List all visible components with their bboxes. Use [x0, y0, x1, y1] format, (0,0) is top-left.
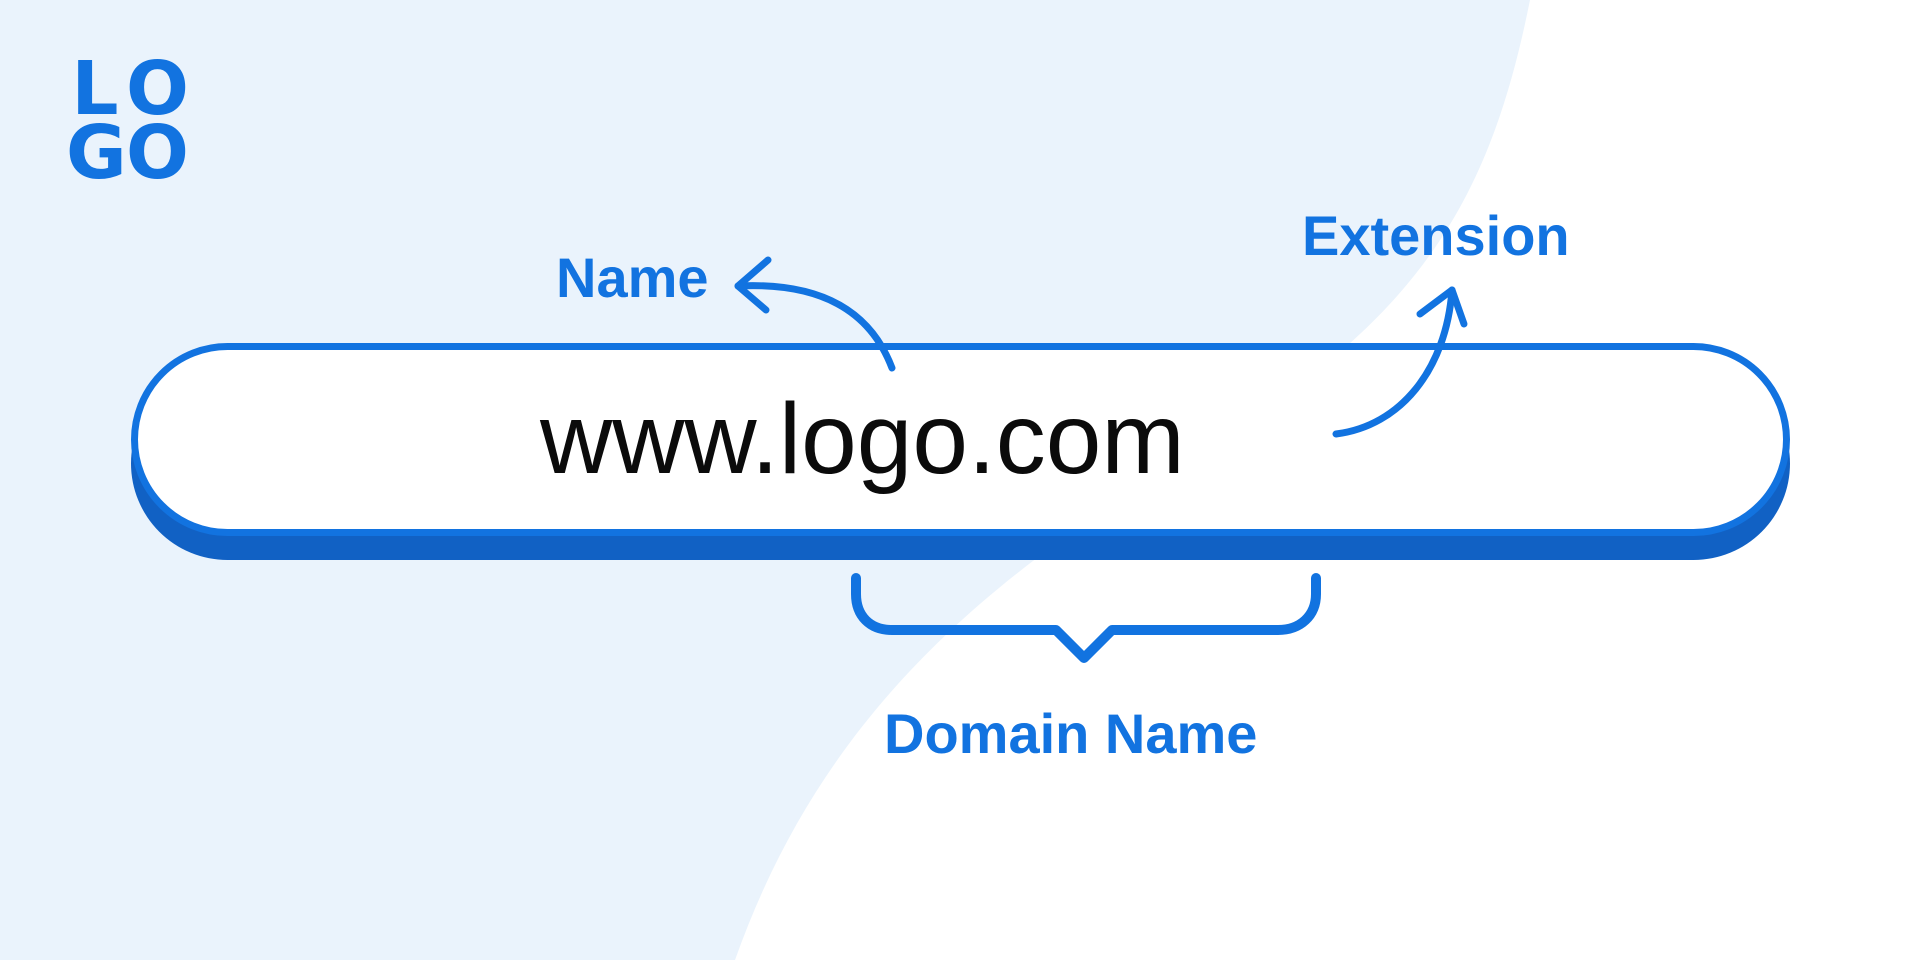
logo-letter-o: O: [126, 46, 189, 132]
logo: L O G O: [66, 46, 190, 196]
logo-letter-l: L: [71, 46, 119, 132]
logo-letter-g: G: [66, 110, 127, 196]
extension-label: Extension: [1302, 204, 1570, 267]
name-label: Name: [556, 246, 709, 309]
url-text: www.logo.com: [540, 383, 1185, 495]
address-bar: [131, 343, 1790, 536]
domain-name-label: Domain Name: [884, 702, 1258, 765]
logo-letter-o-2: O: [126, 110, 189, 196]
